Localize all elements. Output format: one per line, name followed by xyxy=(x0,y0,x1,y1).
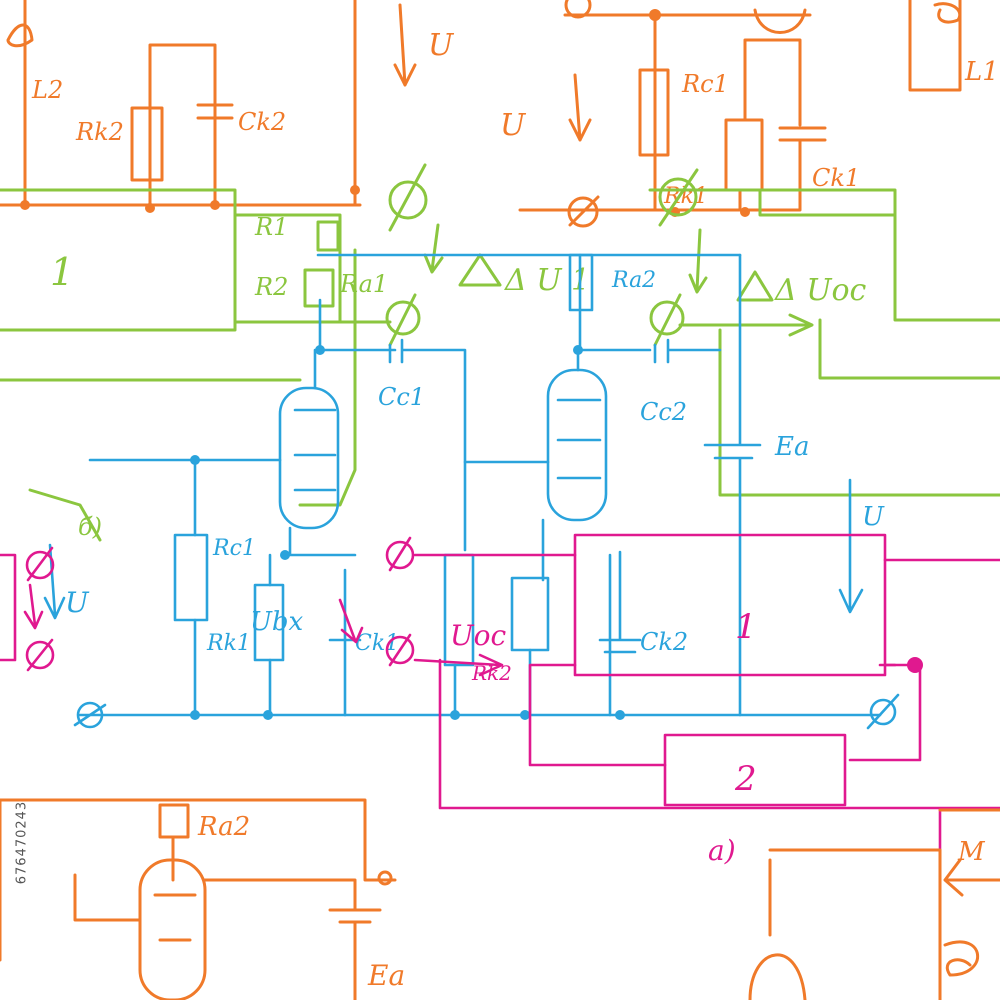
label-Cc2: Cc2 xyxy=(640,398,687,426)
label-deltaU: Δ U 1 xyxy=(504,263,590,298)
label-U-top2: U xyxy=(500,108,527,143)
label-block1-green: 1 xyxy=(50,250,74,294)
label-Rk2-top: Rk2 xyxy=(75,118,124,146)
label-L1: L1 xyxy=(964,57,999,87)
label-Rk1-mid: Rk1 xyxy=(206,631,251,656)
label-Ck2-top: Ck2 xyxy=(238,108,286,136)
label-Rk2-mid: Rk2 xyxy=(471,661,512,685)
green-block-circuit: 1 R1 R2 Ra1 Δ U 1 Δ Uoc б) xyxy=(0,163,1000,542)
label-Ck1-mid: Ck1 xyxy=(355,631,399,656)
magenta-feedback-circuit: Uoc Rk2 1 2 a) xyxy=(0,533,1000,902)
label-Cc1: Cc1 xyxy=(378,383,425,411)
label-Ra1: Ra1 xyxy=(339,270,388,298)
label-b: б) xyxy=(78,513,102,541)
label-Rc1-top: Rc1 xyxy=(681,70,729,98)
label-Ck2-mid: Ck2 xyxy=(640,628,688,656)
orange-bottom-circuit: Ra2 Ea M xyxy=(0,798,1000,1000)
label-Ra2-mid: Ra2 xyxy=(611,268,656,293)
label-U-left: U xyxy=(65,586,90,619)
label-Ra2-bottom: Ra2 xyxy=(197,812,250,842)
label-Ea-mid: Ea xyxy=(774,432,809,462)
label-Uoc: Uoc xyxy=(450,619,506,652)
label-U-right: U xyxy=(862,502,885,532)
label-R2: R2 xyxy=(254,273,288,301)
orange-top-right-circuit: U Rc1 Rk1 Ck1 L1 xyxy=(500,0,999,228)
orange-top-left-circuit: L2 Rk2 Ck2 U xyxy=(0,0,455,213)
label-Rc1-mid: Rc1 xyxy=(212,536,256,561)
label-block1-pink: 1 xyxy=(735,607,757,647)
label-R1: R1 xyxy=(254,213,288,241)
label-a: a) xyxy=(708,834,736,867)
label-Ck1-top: Ck1 xyxy=(812,164,860,192)
label-block2-pink: 2 xyxy=(734,759,757,799)
label-L2: L2 xyxy=(31,76,63,104)
label-Ea-bottom: Ea xyxy=(367,959,405,992)
blue-amplifier-circuit: Cc1 Cc2 Ea Ra2 U Rc1 Rk1 Ubx Ck1 Ck2 U xyxy=(43,253,885,729)
label-Ubx: Ubx xyxy=(250,607,304,637)
stock-id: 676470243 xyxy=(14,800,30,885)
label-deltaUoc: Δ Uoc xyxy=(774,273,867,308)
label-U-top1: U xyxy=(428,28,455,63)
label-M: M xyxy=(957,837,986,867)
